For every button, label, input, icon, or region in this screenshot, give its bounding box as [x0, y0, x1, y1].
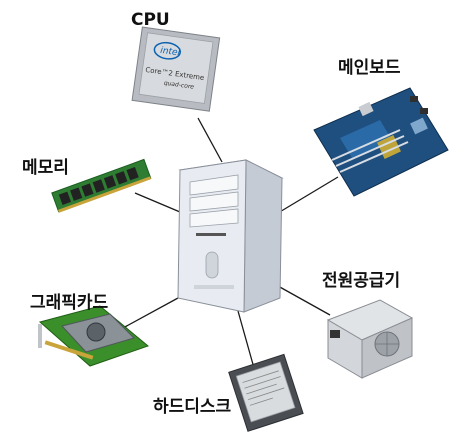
- label-hard-disk: 하드디스크: [153, 397, 232, 417]
- label-mainboard: 메인보드: [338, 58, 401, 78]
- connector-lines: [122, 117, 339, 369]
- label-graphics-card: 그래픽카드: [30, 293, 109, 313]
- line-graphics-card: [122, 297, 179, 329]
- cpu-variant-text: quad-core: [163, 80, 194, 91]
- line-cpu: [197, 117, 223, 163]
- line-memory: [134, 192, 181, 213]
- cpu-brand-text: intel: [160, 46, 181, 59]
- label-memory: 메모리: [22, 158, 69, 178]
- graphics-card-illustration: [38, 305, 150, 367]
- label-power-supply: 전원공급기: [322, 271, 401, 291]
- cpu-chip-illustration: intel Core™2 Extreme quad-core: [131, 26, 221, 112]
- line-hard-disk: [237, 310, 255, 369]
- power-supply-illustration: [326, 299, 414, 379]
- line-mainboard: [277, 176, 339, 214]
- mainboard-illustration: [313, 87, 449, 197]
- label-cpu: CPU: [131, 10, 170, 30]
- pc-case-illustration: [177, 159, 284, 313]
- memory-module-illustration: [51, 158, 152, 213]
- hard-disk-illustration: [228, 353, 304, 432]
- line-power-supply: [277, 285, 331, 316]
